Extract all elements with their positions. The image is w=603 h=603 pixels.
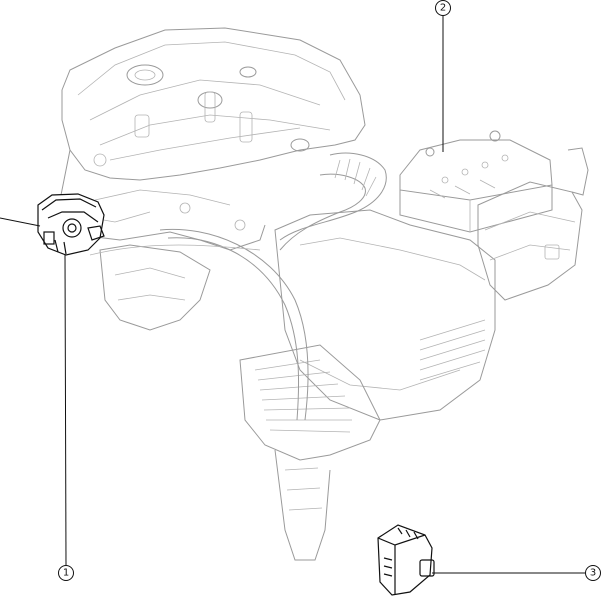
leader-1 xyxy=(64,253,67,566)
component-1-sensor xyxy=(37,193,105,256)
callout-2: 2 xyxy=(435,0,451,16)
callout-3-label: 3 xyxy=(590,568,596,579)
callout-1-circle xyxy=(58,565,74,581)
fuse-block-ghost xyxy=(477,147,589,301)
engine-assembly-ghost xyxy=(59,27,496,561)
callout-3-circle xyxy=(585,565,601,581)
leader-1-left xyxy=(0,217,41,227)
callout-3: 3 xyxy=(585,565,601,581)
component-3-module xyxy=(377,524,435,596)
battery-ghost xyxy=(399,130,553,233)
callout-2-label: 2 xyxy=(440,3,446,14)
leader-lines xyxy=(0,16,585,574)
callout-2-circle xyxy=(435,0,451,16)
callout-1-label: 1 xyxy=(63,568,69,579)
callout-1: 1 xyxy=(58,565,74,581)
